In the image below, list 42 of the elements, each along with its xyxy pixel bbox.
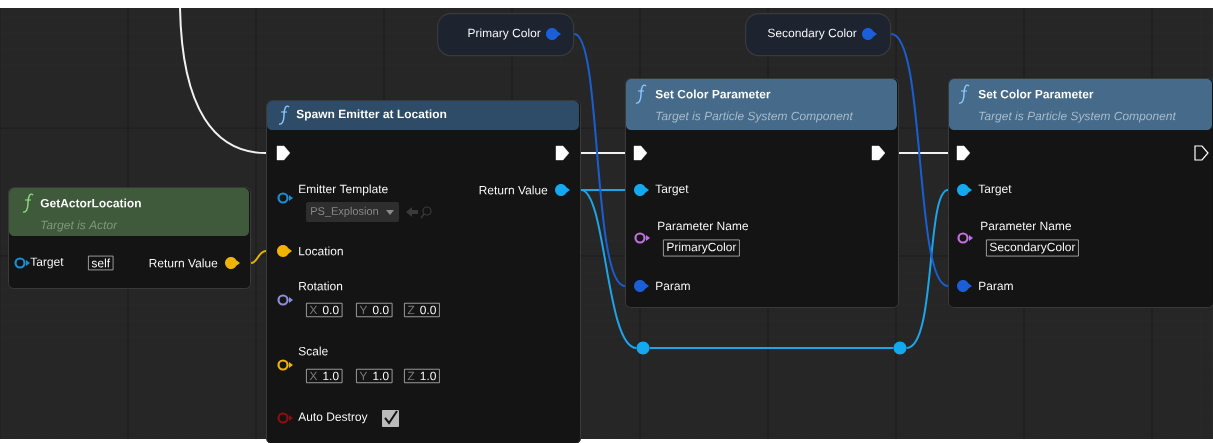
input-field: PrimaryColor — [663, 239, 740, 257]
wire — [580, 189, 626, 191]
wire — [250, 250, 267, 264]
node-header: Spawn Emitter at Location — [267, 101, 579, 130]
wire — [890, 33, 949, 287]
input-field: self — [88, 255, 114, 271]
exec-wire — [898, 152, 949, 154]
vector-field: X 0.0 — [306, 302, 343, 318]
variable-node: Secondary Color — [745, 13, 892, 57]
pin-label: Param — [656, 281, 690, 291]
node-header: Set Color Parameter Target is Particle System Component — [626, 79, 897, 130]
pin-label: Auto Destroy — [298, 412, 368, 424]
node-header: Set Color Parameter Target is Particle System Component — [949, 79, 1212, 130]
pin-label: Target — [655, 184, 689, 196]
exec-wire — [179, 7, 267, 154]
reroute-knot — [636, 341, 650, 355]
dropdown-field: PS_Explosion — [306, 202, 399, 222]
reroute-knot — [893, 341, 907, 355]
wire — [573, 33, 626, 287]
vector-field: X 1.0 — [306, 368, 343, 384]
pin-label: Emitter Template — [299, 184, 388, 196]
variable-node: Primary Color — [437, 13, 575, 57]
pin-label: Target — [30, 257, 64, 269]
pin-label: Location — [299, 246, 343, 256]
pin-label: Scale — [298, 346, 328, 356]
vector-field: Z 1.0 — [404, 368, 440, 384]
wire — [905, 189, 949, 349]
pin-label: Parameter Name — [658, 221, 748, 231]
exec-wire — [580, 152, 626, 154]
pin-label: Return Value — [149, 258, 218, 268]
wire — [580, 189, 638, 349]
pin-label: Return Value — [479, 185, 548, 195]
pin-label: Target — [978, 184, 1012, 196]
node-header: GetActorLocation Target is Actor — [9, 188, 249, 236]
wire — [648, 347, 895, 349]
pin-label: Param — [979, 281, 1013, 291]
vector-field: Z 0.0 — [404, 302, 440, 318]
vector-field: Y 1.0 — [356, 368, 393, 384]
vector-field: Y 0.0 — [356, 302, 393, 318]
pin-label: Parameter Name — [981, 221, 1071, 231]
input-field: SecondaryColor — [986, 239, 1079, 257]
pin-label: Rotation — [299, 281, 343, 291]
